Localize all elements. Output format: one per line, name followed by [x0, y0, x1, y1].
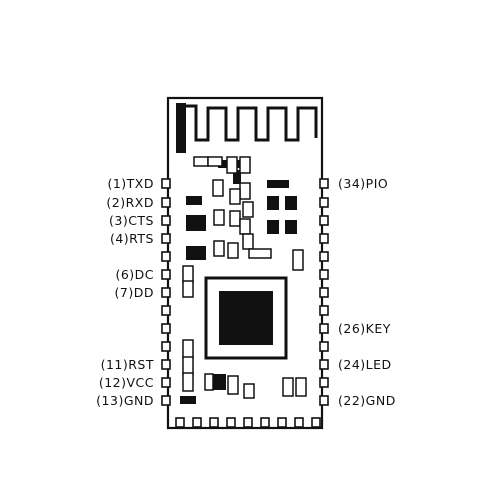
- pin-label-rts: (4)RTS: [109, 231, 154, 246]
- left-pad-column: [161, 178, 171, 406]
- bottom-pad-row: [175, 417, 321, 428]
- pin-label-led: (24)LED: [338, 357, 392, 372]
- antenna-icon: [176, 103, 318, 153]
- passive-components: [182, 156, 307, 399]
- chip-icon: [204, 276, 288, 360]
- pin-label-pio: (34)PIO: [338, 176, 389, 191]
- pin-label-vcc: (12)VCC: [98, 375, 154, 390]
- pin-label-rst: (11)RST: [100, 357, 154, 372]
- pin-label-gnd-left: (13)GND: [96, 393, 154, 408]
- pin-label-rxd: (2)RXD: [106, 195, 154, 210]
- right-pad-column: [319, 178, 329, 406]
- module-outline: [166, 96, 324, 430]
- pin-label-dd: (7)DD: [114, 285, 154, 300]
- pin-label-key: (26)KEY: [338, 321, 391, 336]
- pin-label-cts: (3)CTS: [108, 213, 154, 228]
- pin-label-dc: (6)DC: [115, 267, 154, 282]
- pin-label-txd: (1)TXD: [107, 176, 154, 191]
- pin-label-gnd-right: (22)GND: [338, 393, 396, 408]
